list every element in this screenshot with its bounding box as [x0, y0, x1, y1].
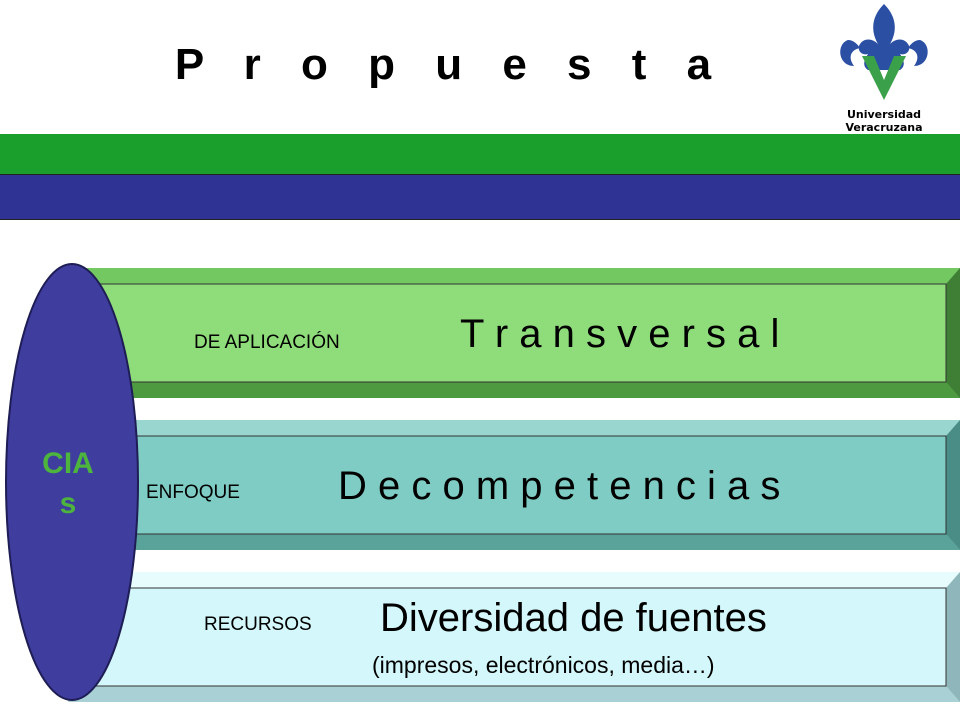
ellipse-text: CIA s [28, 444, 108, 524]
green-band [0, 134, 960, 174]
slide-title: P r o p u e s t a [174, 40, 726, 89]
ellipse-text-line2: s [59, 487, 77, 520]
bar-label: DE APLICACIÓN [194, 332, 340, 353]
bar-value: T r a n s v e r s a l [460, 312, 780, 356]
bar-recursos: RECURSOS Diversidad de fuentes (impresos… [68, 572, 960, 702]
bar-label: RECURSOS [204, 614, 312, 635]
bar-value: D e c o m p e t e n c i a s [338, 464, 781, 508]
bar-label: ENFOQUE [146, 482, 240, 503]
fleur-de-lis-icon [840, 4, 928, 100]
bar-value: Diversidad de fuentes [380, 596, 767, 640]
logo-text: Universidad Veracruzana [845, 108, 923, 134]
bar-competencias: ENFOQUE D e c o m p e t e n c i a s [68, 420, 960, 550]
blue-band [0, 174, 960, 220]
cias-ellipse [4, 262, 140, 702]
bar-value-line2: (impresos, electrónicos, media…) [372, 652, 715, 678]
ellipse-text-line1: CIA [42, 447, 94, 480]
university-logo: Universidad Veracruzana [808, 0, 960, 134]
bar-transversal: DE APLICACIÓN T r a n s v e r s a l [68, 268, 960, 398]
